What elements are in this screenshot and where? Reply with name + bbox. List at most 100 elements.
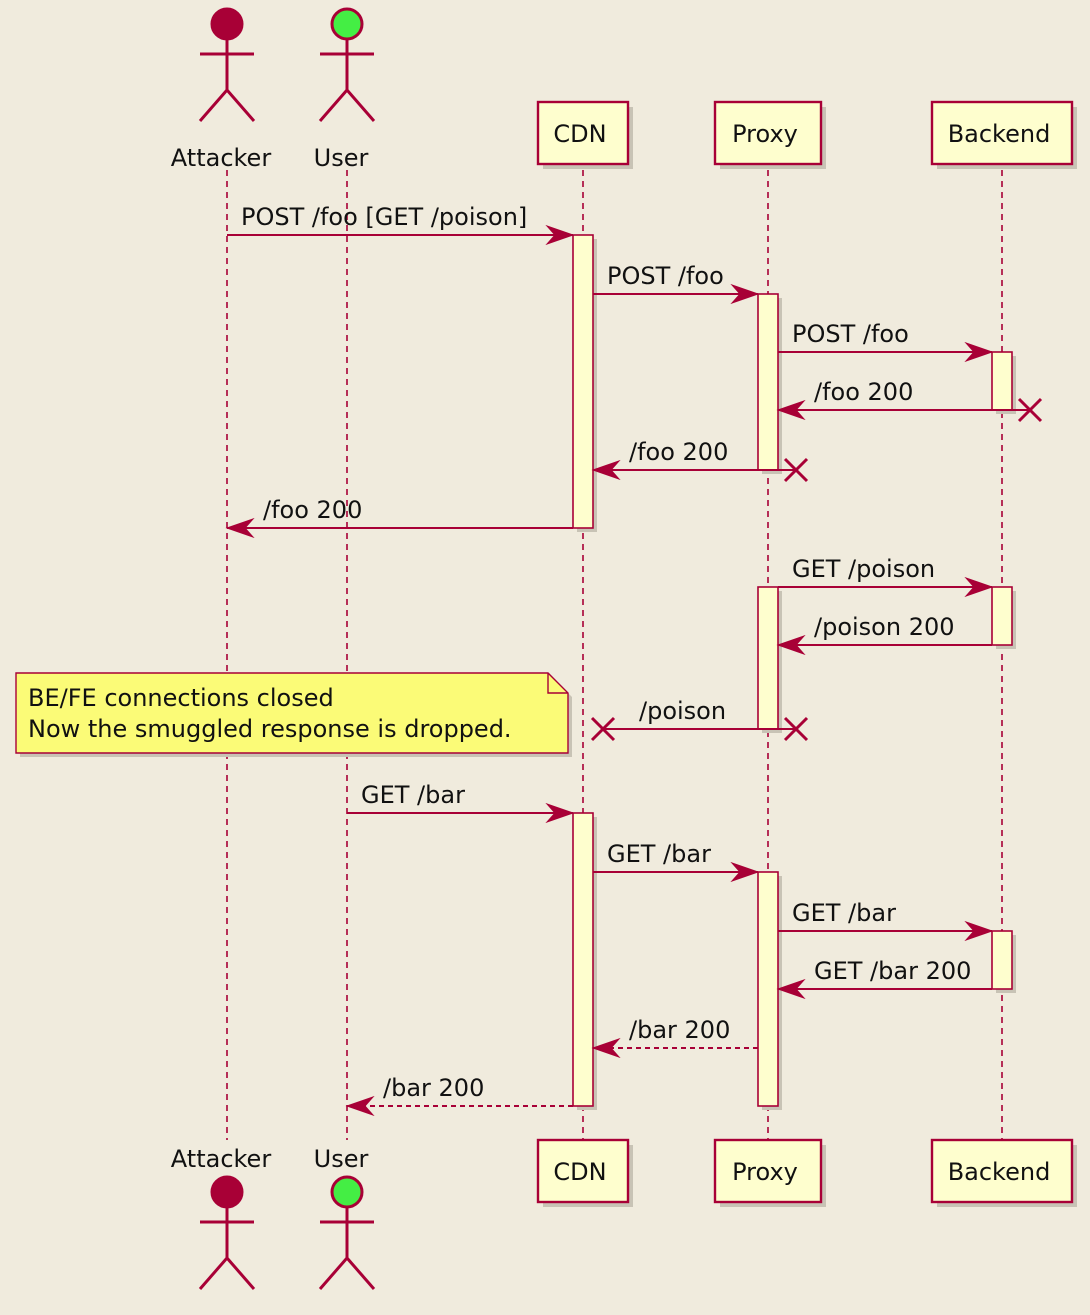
activation-bar-cdn bbox=[572, 812, 594, 1107]
arrowhead bbox=[776, 399, 806, 421]
message-5: /foo 200 bbox=[225, 496, 573, 539]
participant-box bbox=[713, 100, 823, 166]
actor-leg-right bbox=[345, 1257, 376, 1290]
message-11: GET /bar bbox=[778, 899, 994, 942]
activation-bar-backend bbox=[991, 586, 1013, 646]
note-line: BE/FE connections closed bbox=[28, 684, 334, 712]
cross-mark bbox=[1017, 397, 1043, 423]
participant-label: Attacker bbox=[171, 144, 272, 172]
message-label: /foo 200 bbox=[263, 496, 362, 524]
message-6: GET /poison bbox=[778, 555, 994, 598]
arrowhead bbox=[964, 576, 994, 598]
participant-label: Proxy bbox=[732, 120, 798, 148]
participant-box bbox=[536, 100, 630, 166]
actor-leg-left bbox=[198, 1257, 229, 1290]
participant-proxy: Proxy bbox=[713, 1138, 826, 1207]
message-10: GET /bar bbox=[593, 840, 760, 883]
message-12: GET /bar 200 bbox=[776, 957, 992, 1000]
arrowhead bbox=[591, 459, 621, 481]
message-label: /foo 200 bbox=[629, 438, 728, 466]
note-body bbox=[15, 672, 569, 754]
message-7: /poison 200 bbox=[776, 613, 992, 656]
participant-label: Proxy bbox=[732, 1158, 798, 1186]
participant-label: Attacker bbox=[171, 1145, 272, 1173]
arrowhead bbox=[776, 978, 806, 1000]
note-fold bbox=[547, 673, 568, 694]
participant-cdn: CDN bbox=[536, 100, 633, 169]
message-label: /bar 200 bbox=[629, 1016, 730, 1044]
actor-leg-right bbox=[225, 1257, 256, 1290]
message-4: /foo 200 bbox=[591, 438, 809, 483]
actor-icon bbox=[318, 1175, 376, 1290]
participant-label: Backend bbox=[948, 120, 1051, 148]
message-label: POST /foo bbox=[792, 320, 909, 348]
participant-label: User bbox=[314, 1145, 369, 1173]
participant-proxy: Proxy bbox=[713, 100, 826, 169]
cross-mark bbox=[590, 716, 616, 742]
lifelines bbox=[226, 170, 1003, 1140]
message-label: /poison bbox=[639, 697, 726, 725]
actor-leg-left bbox=[198, 89, 229, 122]
participant-box bbox=[930, 1138, 1074, 1204]
participant-label: Backend bbox=[948, 1158, 1051, 1186]
participant-label: CDN bbox=[553, 120, 606, 148]
message-13: /bar 200 bbox=[591, 1016, 758, 1059]
message-2: POST /foo bbox=[778, 320, 994, 363]
activation-bar-proxy bbox=[757, 871, 779, 1107]
activation-bar-backend bbox=[991, 351, 1013, 411]
actor-icon bbox=[198, 7, 256, 122]
actor-leg-right bbox=[345, 89, 376, 122]
actor-icon bbox=[198, 1175, 256, 1290]
message-label: GET /poison bbox=[792, 555, 935, 583]
participant-user-top: User bbox=[314, 7, 376, 172]
message-1: POST /foo bbox=[593, 262, 760, 305]
actor-leg-right bbox=[225, 89, 256, 122]
arrowhead bbox=[225, 517, 255, 539]
arrowhead bbox=[545, 802, 575, 824]
participant-box bbox=[930, 100, 1074, 166]
participant-attacker-bottom: Attacker bbox=[171, 1145, 272, 1290]
message-label: POST /foo bbox=[607, 262, 724, 290]
participant-user-bottom: User bbox=[314, 1145, 376, 1290]
arrowhead bbox=[591, 1037, 621, 1059]
participant-backend: Backend bbox=[930, 1138, 1077, 1207]
message-label: GET /bar bbox=[361, 781, 465, 809]
activation-bar-backend bbox=[991, 930, 1013, 990]
activation-bar-proxy bbox=[757, 293, 779, 471]
message-8: /poison bbox=[590, 697, 809, 742]
participant-backend: Backend bbox=[930, 100, 1077, 169]
actor-head bbox=[210, 1175, 244, 1209]
actor-leg-left bbox=[318, 1257, 349, 1290]
participant-box bbox=[536, 1138, 630, 1204]
message-3: /foo 200 bbox=[776, 378, 1043, 423]
message-label: /poison 200 bbox=[814, 613, 955, 641]
message-label: GET /bar 200 bbox=[814, 957, 971, 985]
participant-cdn: CDN bbox=[536, 1138, 633, 1207]
message-9: GET /bar bbox=[347, 781, 575, 824]
participant-label: User bbox=[314, 144, 369, 172]
arrowhead bbox=[730, 861, 760, 883]
actor-icon bbox=[318, 7, 376, 122]
message-label: /bar 200 bbox=[383, 1074, 484, 1102]
arrowhead bbox=[776, 634, 806, 656]
cross-mark bbox=[783, 716, 809, 742]
participant-label: CDN bbox=[553, 1158, 606, 1186]
arrowhead bbox=[964, 341, 994, 363]
note-line: Now the smuggled response is dropped. bbox=[28, 715, 512, 743]
actor-leg-left bbox=[318, 89, 349, 122]
arrowhead bbox=[545, 224, 575, 246]
message-14: /bar 200 bbox=[345, 1074, 573, 1117]
participants: AttackerAttackerUserUserCDNCDNProxyProxy… bbox=[171, 7, 1077, 1290]
actor-head bbox=[210, 7, 244, 41]
message-label: GET /bar bbox=[607, 840, 711, 868]
arrowhead bbox=[964, 920, 994, 942]
actor-head bbox=[330, 7, 364, 41]
activation-bar-cdn bbox=[572, 234, 594, 529]
participant-attacker-top: Attacker bbox=[171, 7, 272, 172]
message-0: POST /foo [GET /poison] bbox=[227, 203, 575, 246]
cross-mark bbox=[783, 457, 809, 483]
